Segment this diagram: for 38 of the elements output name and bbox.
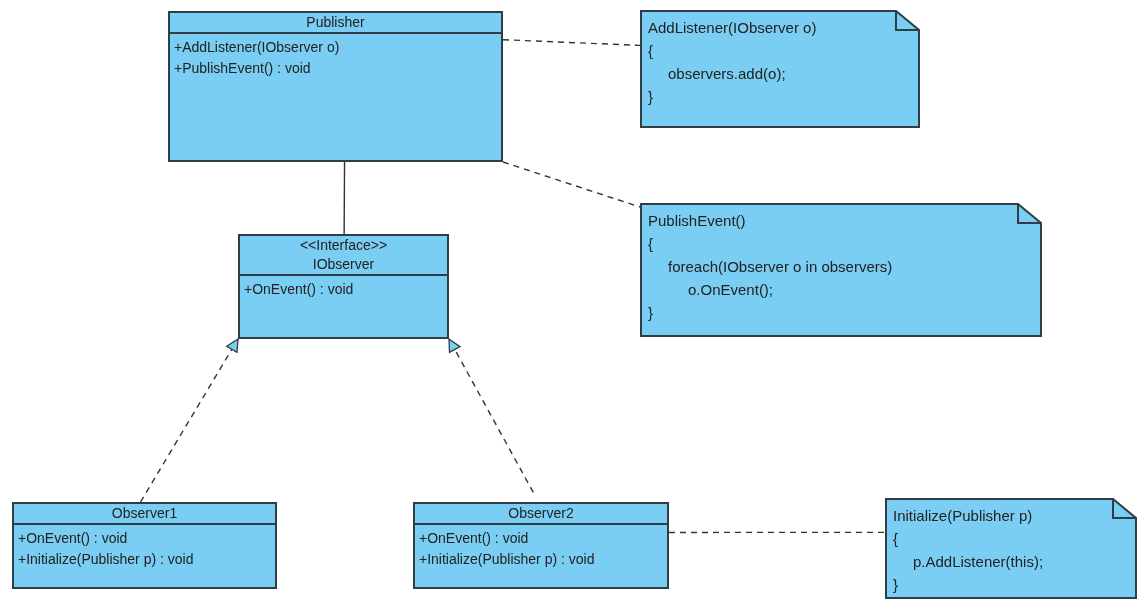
stereotype-label: <<Interface>>: [298, 236, 389, 255]
class-box: [12, 502, 277, 589]
dashed-connector: [448, 338, 535, 494]
class-box: [238, 234, 449, 339]
operation-label: +OnEvent() : void: [18, 529, 129, 548]
code-line: {: [893, 529, 899, 549]
code-line: p.AddListener(this);: [912, 552, 1044, 572]
dashed-connector: [502, 161, 641, 208]
code-line: o.OnEvent();: [687, 280, 775, 300]
class-box: [168, 11, 503, 162]
operation-label: +Initialize(Publisher p) : void: [419, 550, 596, 569]
code-line: foreach(IObserver o in observers): [667, 257, 893, 277]
code-line: Initialize(Publisher p): [893, 506, 1034, 526]
code-line: }: [648, 303, 654, 323]
code-line: {: [648, 41, 654, 61]
code-line: {: [648, 234, 654, 254]
code-line: observers.add(o);: [667, 64, 787, 84]
dashed-connector: [139, 338, 239, 503]
code-line: PublishEvent(): [648, 211, 747, 231]
operation-label: +OnEvent() : void: [419, 529, 530, 548]
note-box: [640, 203, 1042, 337]
class-box: [413, 502, 669, 589]
class-name: IObserver: [311, 255, 376, 274]
class-name: Publisher: [305, 13, 366, 32]
connector-line: [343, 161, 346, 235]
code-line: }: [648, 87, 654, 107]
operation-label: +PublishEvent() : void: [174, 59, 312, 78]
note-box: [885, 498, 1137, 599]
dashed-connector: [502, 39, 641, 47]
operation-label: +OnEvent() : void: [244, 280, 355, 299]
class-name: Observer1: [110, 504, 179, 523]
code-line: AddListener(IObserver o): [648, 18, 817, 38]
class-name: Observer2: [507, 504, 575, 523]
code-line: }: [893, 575, 899, 595]
dashed-connector: [668, 531, 886, 534]
operation-label: +Initialize(Publisher p) : void: [18, 550, 195, 569]
operation-label: +AddListener(IObserver o): [174, 38, 341, 57]
note-box: [640, 10, 920, 128]
